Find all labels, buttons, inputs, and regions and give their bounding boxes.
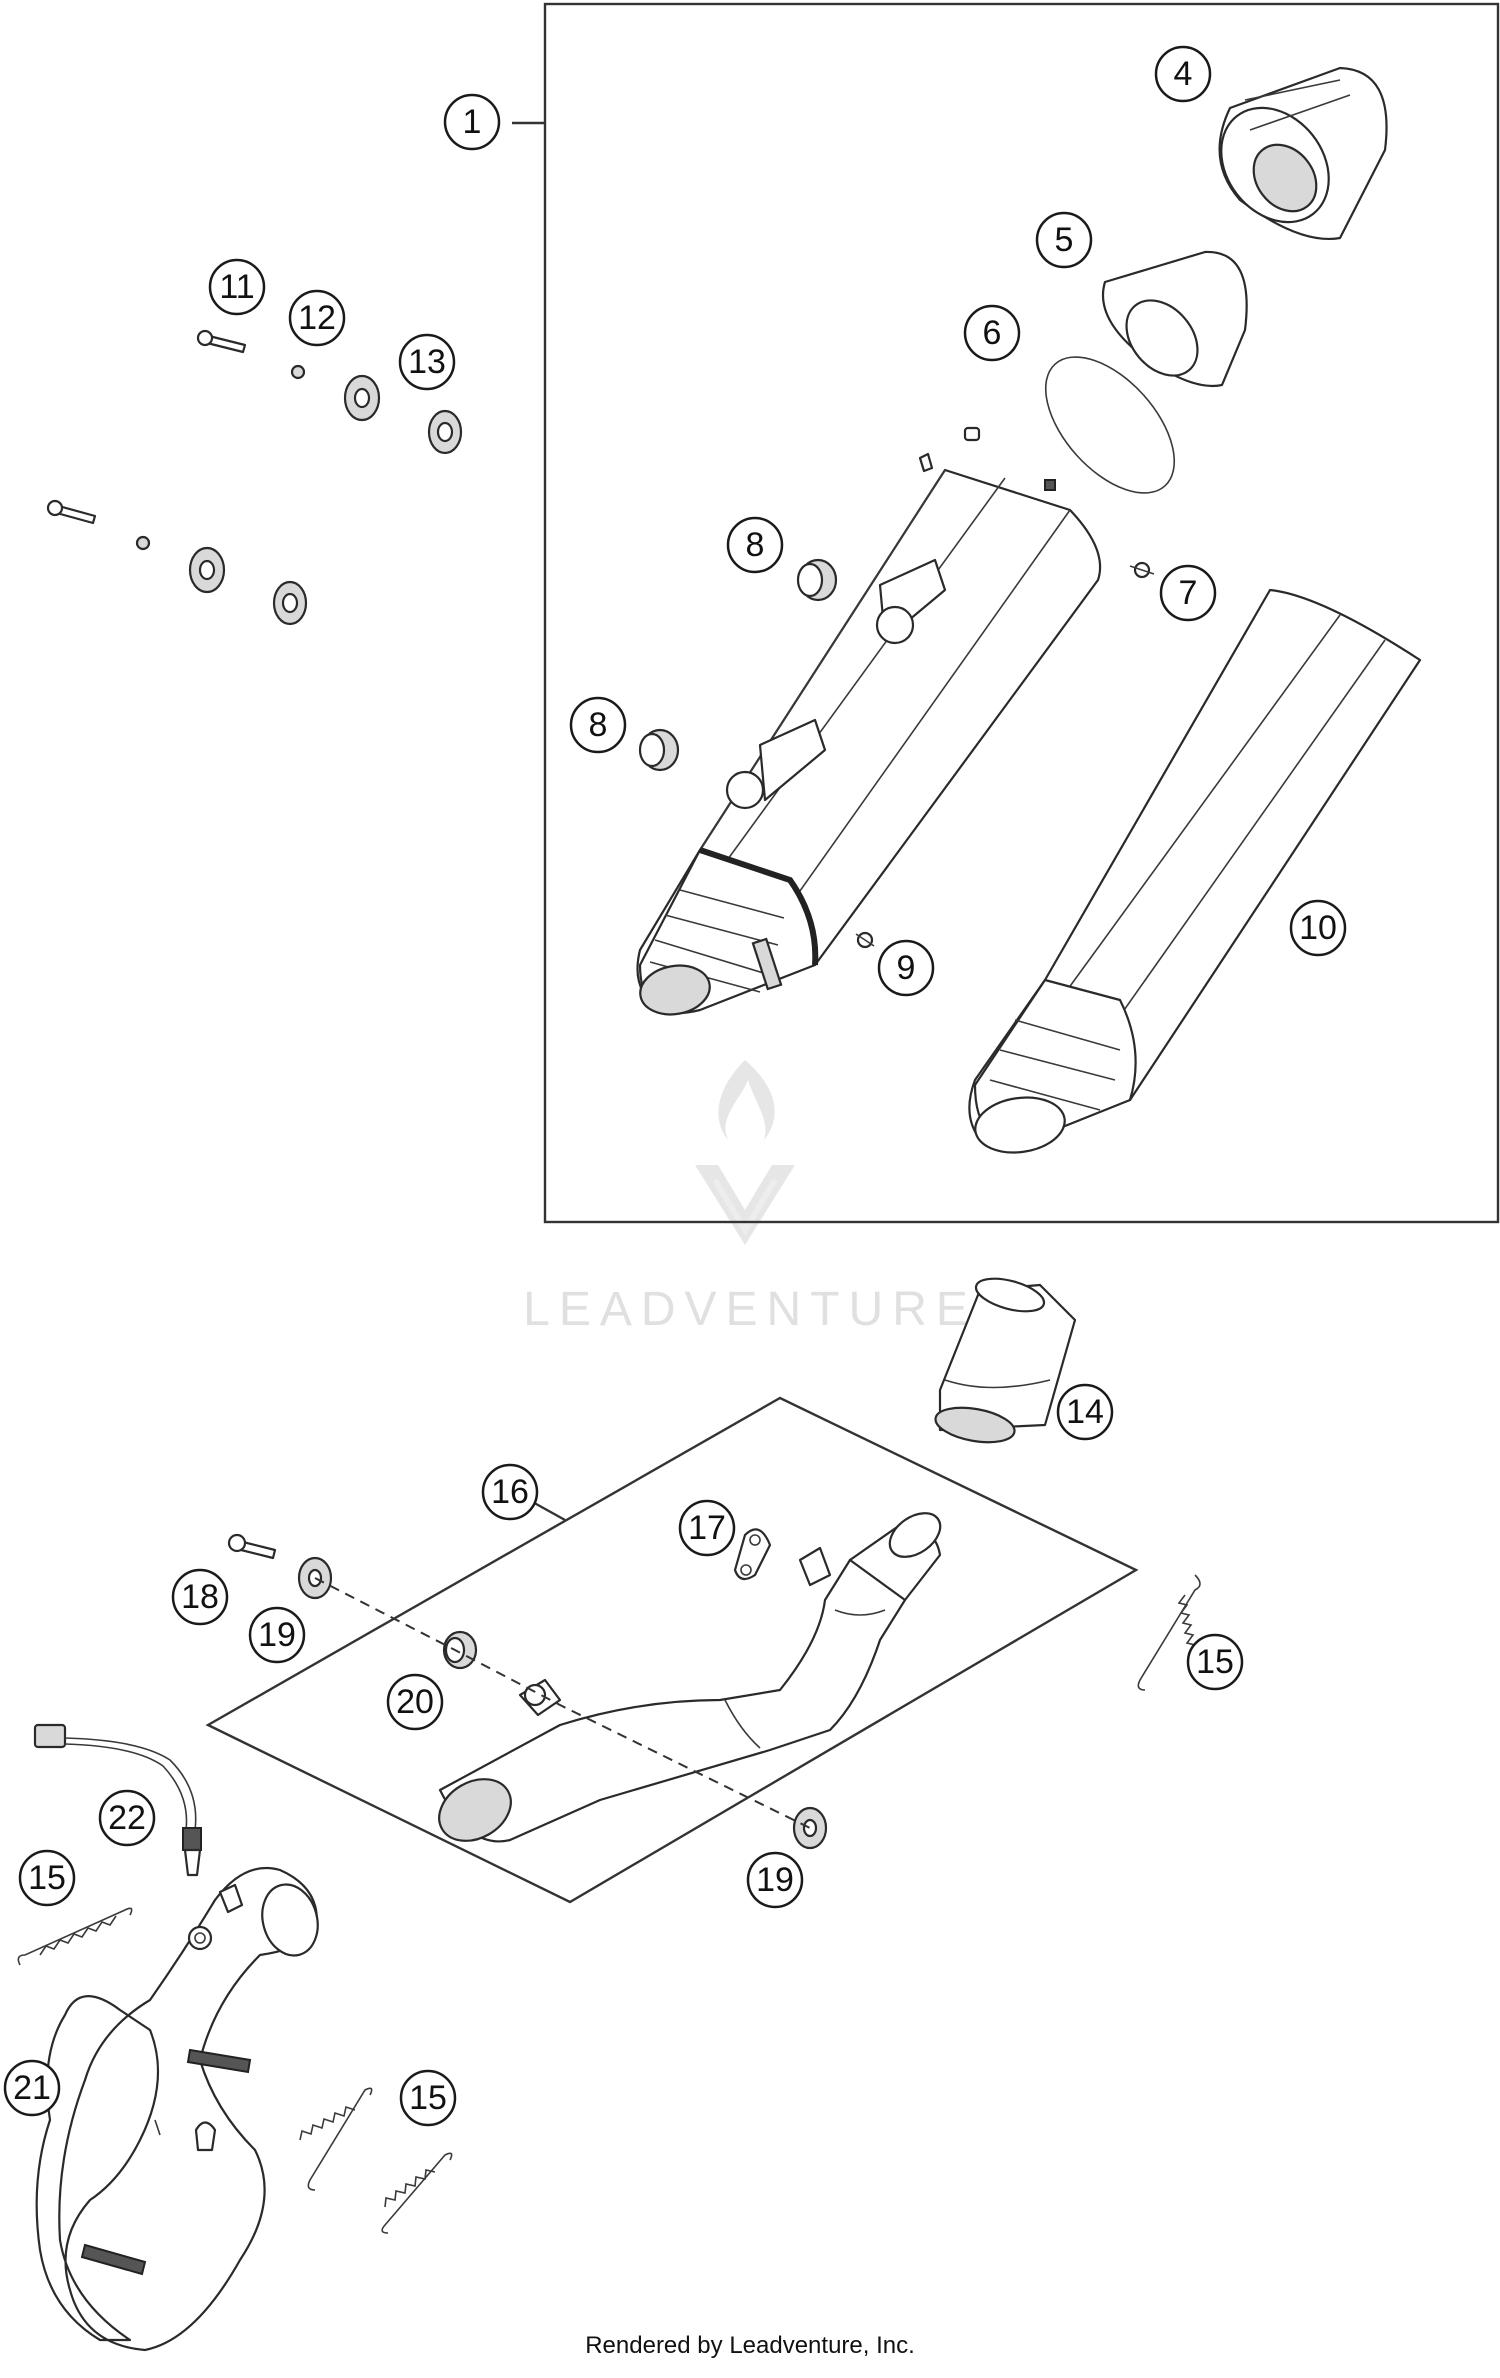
callout-19b: 19 [746, 1851, 804, 1909]
grommet-8b [638, 728, 680, 772]
svg-text:8: 8 [589, 706, 608, 744]
footer-credit: Rendered by Leadventure, Inc. [585, 2332, 915, 2359]
callout-11: 11 [208, 258, 266, 316]
mounting-bolt-set-lower [46, 499, 308, 626]
callout-13: 13 [398, 333, 456, 391]
gasket-ring [1044, 356, 1176, 494]
svg-text:20: 20 [396, 1683, 434, 1721]
svg-text:19: 19 [756, 1861, 794, 1899]
callout-19a: 19 [248, 1606, 306, 1664]
spring-15-left [17, 1907, 133, 1966]
callout-15b: 15 [18, 1849, 76, 1907]
muffler-body [636, 468, 1102, 1016]
svg-text:7: 7 [1179, 574, 1198, 612]
connecting-sleeve [934, 1277, 1077, 1444]
callout-10: 10 [1289, 899, 1347, 957]
svg-text:19: 19 [258, 1616, 296, 1654]
callout-8a: 8 [726, 516, 784, 574]
callout-14: 14 [1056, 1383, 1114, 1441]
callout-4: 4 [1154, 45, 1212, 103]
watermark-logo: LEADVENTURE [523, 1060, 977, 1336]
callout-5: 5 [1035, 211, 1093, 269]
callout-16: 16 [481, 1463, 539, 1521]
svg-text:22: 22 [108, 1799, 146, 1837]
mounting-bolt-set-upper [196, 329, 463, 455]
callout-20: 20 [386, 1673, 444, 1731]
manifold-group-frame [205, 1396, 1139, 1904]
sensor-22 [33, 1723, 202, 1877]
grommet-8a [796, 558, 838, 602]
screw-9 [855, 931, 875, 949]
callout-22: 22 [98, 1789, 156, 1847]
svg-text:15: 15 [1196, 1643, 1234, 1681]
screw-7 [1129, 561, 1155, 579]
callout-18: 18 [171, 1568, 229, 1626]
svg-text:16: 16 [491, 1473, 529, 1511]
callout-15a: 15 [1186, 1633, 1244, 1691]
svg-text:17: 17 [688, 1509, 726, 1547]
svg-text:21: 21 [13, 2069, 51, 2107]
svg-text:1: 1 [463, 103, 482, 141]
svg-text:10: 10 [1299, 909, 1337, 947]
svg-text:12: 12 [298, 299, 336, 337]
callout-17: 17 [678, 1499, 736, 1557]
clamp-17 [733, 1528, 772, 1581]
callout-6: 6 [963, 304, 1021, 362]
svg-text:9: 9 [897, 949, 916, 987]
muffler-group-frame [543, 2, 1500, 1224]
svg-text:8: 8 [746, 526, 765, 564]
bushing-20 [442, 1630, 478, 1670]
washer-19b [792, 1806, 828, 1850]
small-screws-top [918, 426, 1056, 491]
svg-text:15: 15 [28, 1859, 66, 1897]
callout-8b: 8 [569, 696, 627, 754]
svg-text:11: 11 [219, 268, 254, 306]
manifold-pipe [438, 1512, 942, 1843]
callout-15c: 15 [399, 2069, 457, 2127]
svg-text:4: 4 [1174, 55, 1193, 93]
svg-text:15: 15 [409, 2079, 447, 2117]
muffler-cover [968, 588, 1422, 1154]
svg-text:14: 14 [1066, 1393, 1104, 1431]
spring-15-bottom-b [381, 2152, 453, 2234]
svg-text:5: 5 [1055, 221, 1074, 259]
watermark-text: LEADVENTURE [523, 1283, 977, 1336]
callout-9: 9 [877, 939, 935, 997]
header-pipe [35, 1866, 319, 2352]
spring-15-bottom-a [299, 2087, 373, 2191]
callout-1: 1 [443, 93, 501, 151]
callout-21: 21 [3, 2059, 61, 2117]
svg-text:18: 18 [181, 1578, 219, 1616]
end-cap-outer [1218, 66, 1388, 240]
callout-12: 12 [288, 289, 346, 347]
svg-text:6: 6 [983, 314, 1002, 352]
bolt-18 [227, 1533, 277, 1560]
end-cap-inner [1101, 250, 1248, 388]
callout-7: 7 [1159, 564, 1217, 622]
svg-text:13: 13 [408, 343, 446, 381]
assembly-axis-line [314, 1577, 811, 1829]
